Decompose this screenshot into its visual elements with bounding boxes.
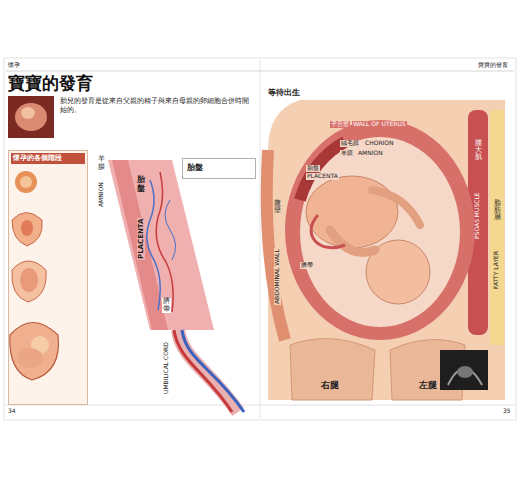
box-heading: 懷孕的各個階段 [11, 153, 85, 164]
part-label: PLACENTA [137, 218, 145, 260]
part-label: 等待出生 [268, 88, 300, 97]
part-label: WALL OF UTERUS [352, 121, 407, 128]
part-label: 臍帶 [162, 298, 171, 313]
part-label: 子宮壁 [330, 121, 350, 128]
part-label: CHORION [364, 140, 395, 147]
part-label: 絨毛膜 [340, 140, 360, 147]
photo [8, 96, 54, 138]
stage-picture [12, 213, 42, 247]
panel-ground [8, 150, 88, 405]
umbilical-cord [311, 215, 345, 248]
fatty-layer [490, 110, 504, 345]
part-label: ABDOMINAL WALL [274, 248, 281, 305]
part-label: 脂肪層 [493, 200, 502, 221]
part-label: UMBILICAL CORD [163, 341, 170, 395]
stage-picture [15, 171, 37, 193]
right-leg [290, 339, 375, 400]
vessel [165, 200, 176, 260]
page-fold [260, 60, 261, 418]
ultrasound-image [457, 366, 473, 378]
page-header: 懷孕 [8, 62, 20, 69]
part-label: 左腿 [418, 380, 438, 390]
placenta-section [112, 160, 168, 330]
page-header: 寶寶的發育 [478, 62, 508, 69]
cord-vein [182, 330, 244, 412]
part-label: AMNION [357, 150, 384, 157]
stage-picture [20, 268, 38, 292]
page-header: 34 [8, 408, 16, 415]
ultrasound-image [440, 350, 488, 390]
stage-picture [20, 176, 32, 188]
fetus-limb [372, 190, 420, 225]
embryo-photo [21, 107, 35, 119]
fetus-limb [330, 230, 375, 253]
part-label: PSOAS MUSCLE [474, 191, 481, 240]
stage-picture [17, 348, 43, 368]
uterus-wall [285, 120, 475, 340]
header-rule [6, 71, 514, 72]
amniotic-sac [300, 137, 460, 327]
part-label: PLACENTA [306, 173, 339, 180]
fetus-body [306, 176, 398, 248]
page-title: 寶寶的發育 [8, 74, 93, 94]
stage-picture [12, 261, 46, 302]
cord-artery [174, 330, 232, 412]
part-label: 羊膜 [97, 156, 106, 171]
body-outline [268, 100, 505, 400]
part-label: 羊膜 [340, 150, 354, 157]
part-label: 胎盤 [136, 176, 146, 194]
part-label: 腹壁 [273, 200, 282, 214]
box-heading: 胎盤 [185, 161, 253, 174]
page-header: 35 [503, 408, 511, 415]
stage-picture [21, 220, 33, 236]
part-label: AMNION [98, 181, 105, 208]
part-label: 腰大肌 [474, 140, 483, 161]
placenta-box: 胎盤 [182, 158, 256, 179]
embryo-photo [15, 103, 47, 131]
placenta-section [108, 160, 214, 330]
part-label: 胎盤 [306, 165, 320, 172]
stages-panel: 懷孕的各個階段 [8, 150, 88, 405]
part-label: 右腿 [320, 380, 340, 390]
abdominal-wall [267, 150, 285, 340]
page-spread [4, 58, 516, 420]
part-label: FATTY LAYER [493, 250, 500, 290]
stage-picture [10, 323, 59, 381]
intro-text: 胎兒的發育是從來自父親的精子與來自母親的卵細胞合併時開始的。 [60, 97, 255, 115]
vessel [156, 172, 173, 312]
part-label: 臍帶 [300, 262, 314, 269]
